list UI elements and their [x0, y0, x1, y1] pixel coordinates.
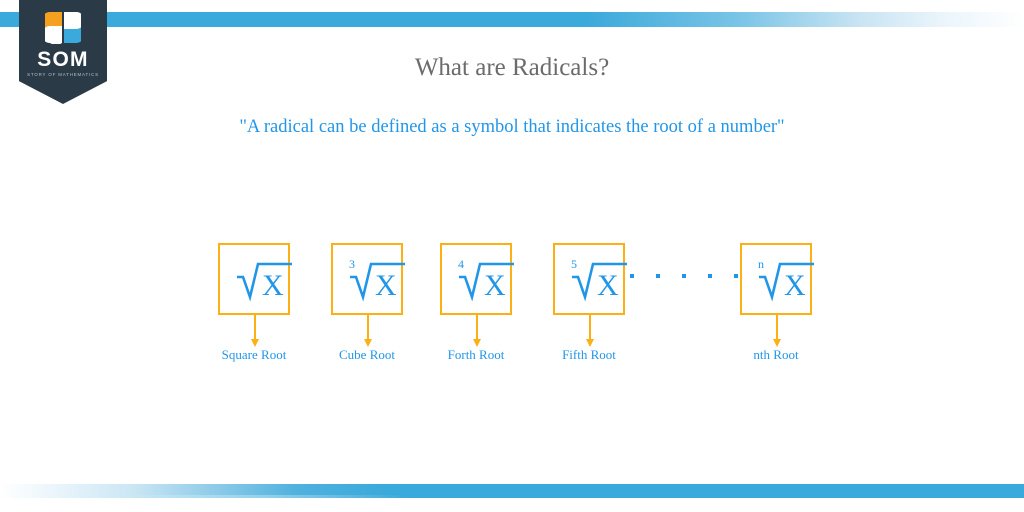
ellipsis-dot	[656, 274, 660, 278]
radical-label: Cube Root	[339, 347, 395, 362]
radical-symbol-icon: X	[224, 253, 308, 305]
arrow-shaft	[776, 315, 778, 341]
arrow-head	[250, 339, 259, 347]
bottom-accent-bar-secondary	[0, 495, 1024, 498]
radical-label: Forth Root	[447, 347, 505, 362]
slide-subtitle: "A radical can be defined as a symbol th…	[239, 117, 785, 137]
ellipsis-dot	[630, 274, 634, 278]
arrow-head	[772, 339, 781, 347]
arrow-shaft	[476, 315, 478, 341]
som-logo-banner: SOM STORY OF MATHEMATICS	[19, 0, 107, 104]
arrow-shaft	[367, 315, 369, 341]
arrow-down-icon	[472, 315, 481, 349]
svg-text:X: X	[597, 269, 619, 302]
svg-text:4: 4	[458, 257, 464, 271]
ellipsis-dot	[734, 274, 738, 278]
ellipsis-dot	[682, 274, 686, 278]
som-tagline: STORY OF MATHEMATICS	[27, 72, 99, 77]
radical-label: Square Root	[221, 347, 287, 362]
svg-text:3: 3	[349, 257, 355, 271]
arrow-head	[585, 339, 594, 347]
arrow-down-icon	[363, 315, 372, 349]
svg-text:5: 5	[571, 257, 577, 271]
svg-text:X: X	[262, 269, 284, 302]
som-logo-icon	[41, 11, 85, 45]
arrow-shaft	[589, 315, 591, 341]
page-title: What are Radicals?	[414, 54, 610, 81]
radical-box: X	[218, 243, 292, 315]
svg-text:X: X	[484, 269, 506, 302]
svg-text:X: X	[784, 269, 806, 302]
bottom-accent-bar-primary	[0, 484, 1024, 495]
arrow-down-icon	[585, 315, 594, 349]
ellipsis-dot	[708, 274, 712, 278]
radical-item: X Square Root	[218, 243, 292, 362]
radical-label: Fifth Root	[562, 347, 616, 362]
top-accent-bar	[0, 12, 1024, 27]
arrow-down-icon	[772, 315, 781, 349]
radical-label: nth Root	[753, 347, 799, 362]
som-wordmark: SOM	[37, 48, 89, 71]
arrow-head	[472, 339, 481, 347]
arrow-shaft	[254, 315, 256, 341]
arrow-down-icon	[250, 315, 259, 349]
arrow-head	[363, 339, 372, 347]
ellipsis-dots	[630, 274, 742, 282]
svg-text:X: X	[375, 269, 397, 302]
svg-text:n: n	[758, 257, 764, 271]
